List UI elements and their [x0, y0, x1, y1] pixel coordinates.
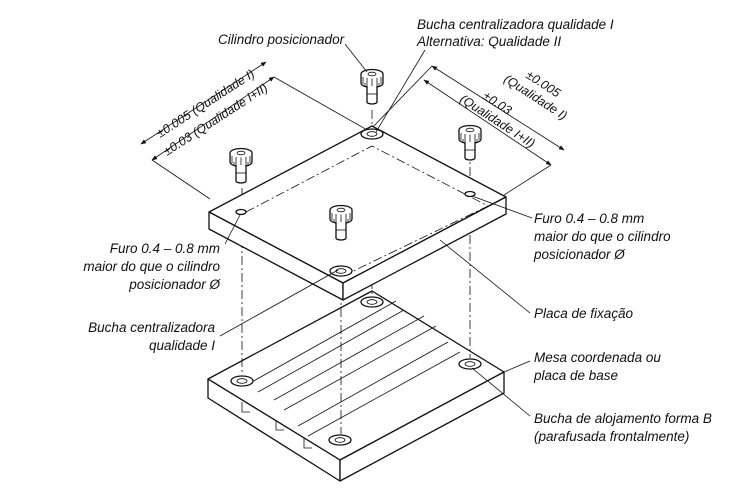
fixture-plate [208, 125, 507, 301]
leader-lines [219, 43, 533, 417]
label-hole-right-line2: maior do que o cilindro [534, 229, 671, 244]
label-positioning-pin: Cilindro posicionador [218, 32, 345, 47]
label-hole-left-line3: posicionador Ø [128, 277, 221, 292]
dimension-lines [140, 61, 565, 200]
coordinate-table [207, 290, 505, 482]
label-fixture-plate: Placa de fixação [534, 306, 634, 321]
label-bushing-left-line2: qualidade I [149, 338, 215, 353]
label-hole-right-line3: posicionador Ø [533, 247, 626, 262]
label-bushing-left-line1: Bucha centralizadora [88, 320, 215, 335]
label-hole-right-line1: Furo 0.4 – 0.8 mm [534, 211, 644, 226]
label-coordinate-table-line2: placa de base [533, 368, 618, 383]
label-housing-bushing-line2: (parafusada frontalmente) [534, 429, 689, 444]
label-hole-left-line1: Furo 0.4 – 0.8 mm [110, 241, 220, 256]
label-bushing-top-line1: Bucha centralizadora qualidade I [417, 17, 614, 32]
label-bushing-top-line2: Alternativa: Qualidade II [416, 34, 561, 49]
label-housing-bushing-line1: Bucha de alojamento forma B [534, 411, 712, 426]
label-coordinate-table-line1: Mesa coordenada ou [534, 350, 661, 365]
label-hole-left-line2: maior do que o cilindro [83, 259, 220, 274]
